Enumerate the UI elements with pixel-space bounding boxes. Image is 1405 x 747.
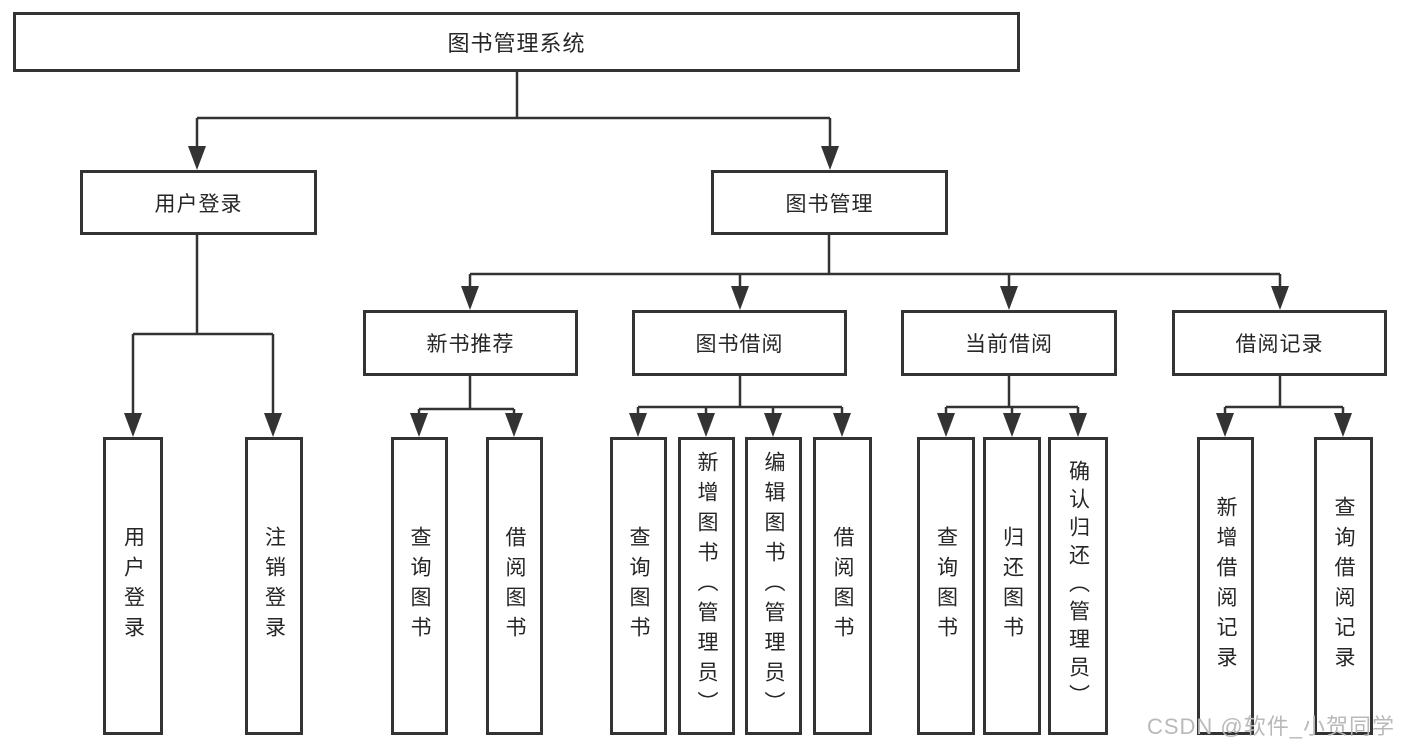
- leaf-label: 确认归还（管理员）: [1066, 460, 1090, 712]
- leaf-label: 归还图书: [1000, 526, 1024, 646]
- leaf-label: 新增图书（管理员）: [695, 451, 718, 721]
- node-current-borrow: 当前借阅: [901, 310, 1117, 376]
- leaf-add-borrow-record: 新增借阅记录: [1197, 437, 1254, 735]
- leaf-query-book-3: 查询图书: [917, 437, 975, 735]
- leaf-label: 查询图书: [627, 526, 650, 646]
- leaf-label: 新增借阅记录: [1214, 496, 1237, 676]
- node-book-management: 图书管理: [711, 170, 948, 235]
- connector-root: [195, 72, 832, 148]
- leaf-query-book-2: 查询图书: [610, 437, 667, 735]
- leaf-add-book-admin: 新增图书（管理员）: [678, 437, 735, 735]
- leaf-borrow-book-1: 借阅图书: [486, 437, 543, 735]
- leaf-query-borrow-record: 查询借阅记录: [1314, 437, 1373, 735]
- leaf-label: 注销登录: [262, 526, 286, 646]
- csdn-watermark: CSDN @软件_小贺同学: [1146, 714, 1395, 739]
- leaf-label: 查询图书: [934, 526, 958, 646]
- connector-new-book: [417, 376, 516, 415]
- leaf-label: 编辑图书（管理员）: [762, 451, 785, 721]
- leaf-borrow-book-2: 借阅图书: [813, 437, 872, 735]
- connector-current-borrow: [944, 376, 1080, 415]
- leaf-label: 借阅图书: [503, 526, 526, 646]
- connector-user-login: [131, 235, 275, 415]
- connector-book-management: [468, 235, 1282, 288]
- leaf-edit-book-admin: 编辑图书（管理员）: [745, 437, 802, 735]
- leaf-query-book-1: 查询图书: [391, 437, 448, 735]
- leaf-user-login: 用户登录: [103, 437, 163, 735]
- connector-borrow-record: [1223, 376, 1345, 415]
- node-new-book-recommend: 新书推荐: [363, 310, 578, 376]
- leaf-return-book: 归还图书: [983, 437, 1041, 735]
- node-library-management-system: 图书管理系统: [13, 12, 1020, 72]
- node-borrow-record: 借阅记录: [1172, 310, 1387, 376]
- leaf-label: 查询图书: [408, 526, 431, 646]
- leaf-label: 借阅图书: [831, 526, 854, 646]
- connector-book-borrow: [636, 376, 844, 415]
- leaf-confirm-return-admin: 确认归还（管理员）: [1048, 437, 1108, 735]
- node-user-login: 用户登录: [80, 170, 317, 235]
- leaf-label: 用户登录: [121, 526, 145, 646]
- node-book-borrow: 图书借阅: [632, 310, 847, 376]
- leaf-label: 查询借阅记录: [1332, 496, 1355, 676]
- leaf-logout: 注销登录: [245, 437, 303, 735]
